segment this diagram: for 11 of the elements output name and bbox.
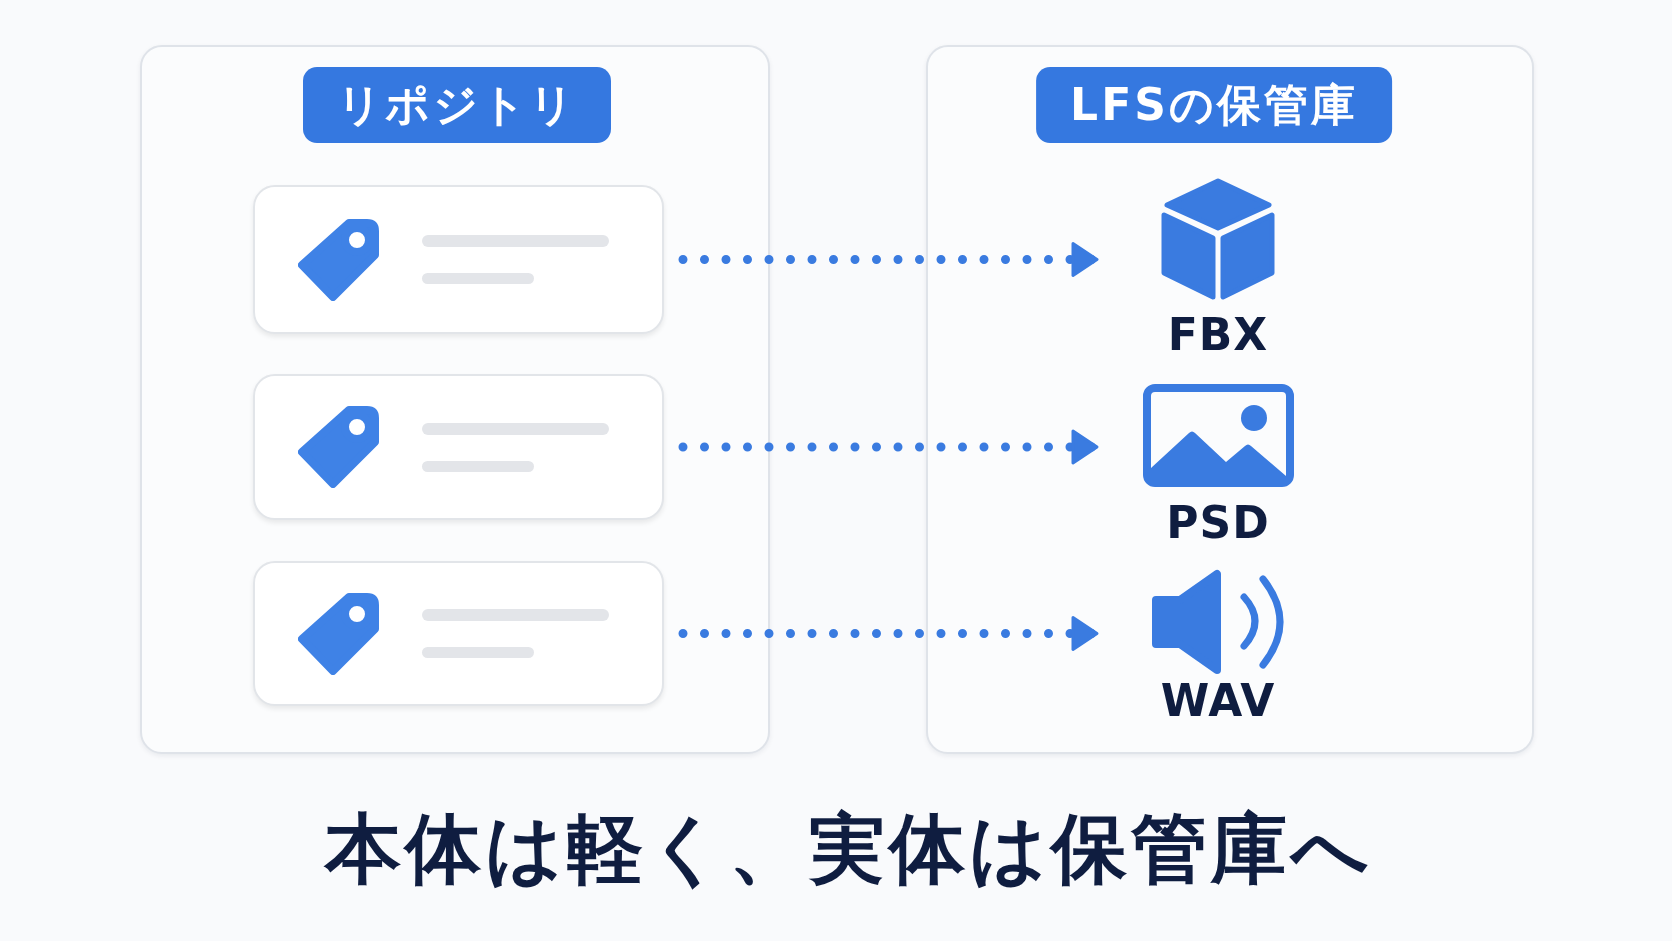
panel-heading: リポジトリ <box>303 67 611 143</box>
file-type-label: PSD <box>1166 500 1270 546</box>
file-type-label: WAV <box>1160 678 1276 724</box>
caption: 本体は軽く、実体は保管庫へ <box>325 804 1373 894</box>
panel <box>140 45 770 754</box>
panel <box>926 45 1534 754</box>
file-card <box>253 561 664 706</box>
file-card <box>253 185 664 334</box>
file-type-label: FBX <box>1167 312 1269 358</box>
panel-heading: LFSの保管庫 <box>1036 67 1392 143</box>
file-card <box>253 374 664 520</box>
